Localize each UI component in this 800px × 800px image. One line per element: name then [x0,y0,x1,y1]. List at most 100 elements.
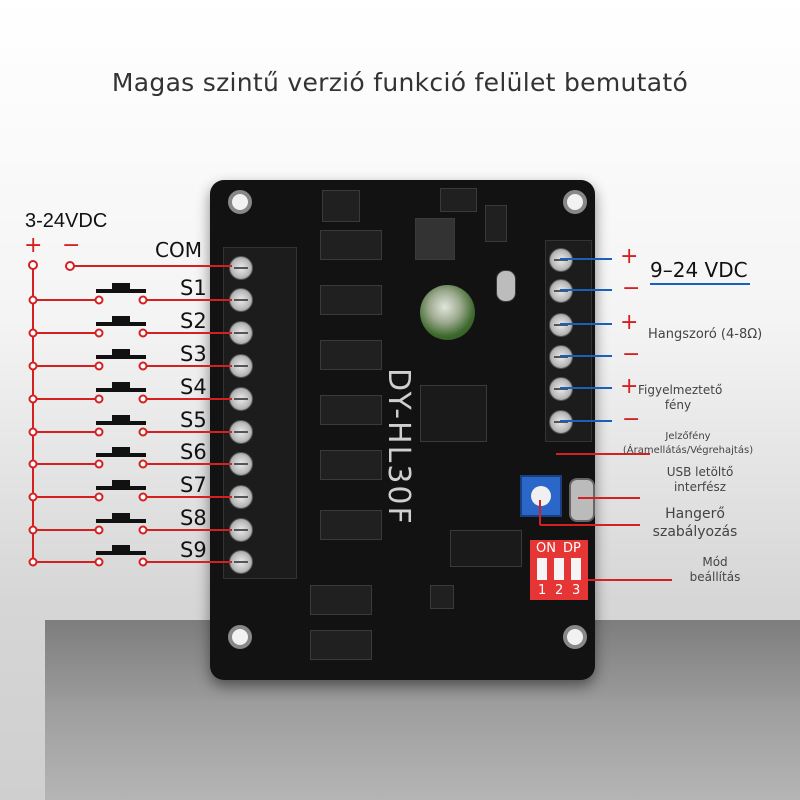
relay-chip [322,190,360,222]
pushbutton-cap-s5 [112,415,130,422]
switch-node [138,459,148,469]
pushbutton-cap-s7 [112,480,130,487]
dip-switch-2 [554,558,564,580]
dip-dp-label: DP [563,541,581,556]
ic-chip [320,340,382,370]
dip-num-2: 2 [555,583,564,598]
dip-switch-1 [537,558,547,580]
node [28,492,38,502]
switch-node [94,295,104,305]
speaker-minus-sign: − [622,342,641,367]
pedestal-front [45,700,800,800]
node [28,427,38,437]
switch-node [94,361,104,371]
dip-num-3: 3 [572,583,581,598]
ic-chip [310,585,372,615]
usb-port [569,478,595,522]
pushbutton-s7 [96,486,146,490]
volume-label: Hangerő szabályozás [652,506,738,540]
terminal-screw-s1 [229,288,253,312]
mount-hole [228,190,252,214]
power-minus-sign: − [622,276,641,301]
pushbutton-cap-s9 [112,545,130,552]
switch-node [94,492,104,502]
node [28,459,38,469]
power-voltage-label: 9–24 VDC [650,258,748,282]
mount-hole [228,625,252,649]
ic-chip [320,510,382,540]
terminal-screw-s8 [229,518,253,542]
switch-node [94,557,104,567]
pushbutton-cap-s2 [112,316,130,323]
supply-minus-sign: − [62,233,81,258]
switch-node [94,525,104,535]
dip-num-1: 1 [538,583,547,598]
switch-node [138,361,148,371]
pushbutton-cap-s1 [112,283,130,290]
com-label: COM [155,238,202,262]
node [28,361,38,371]
switch-node [138,427,148,437]
ic-chip [320,285,382,315]
alarm-light-label: Figyelmeztető fény [638,383,723,412]
regulator-chip [415,218,455,260]
switch-label-s4: S4 [180,375,207,399]
switch-node [94,394,104,404]
pushbutton-s2 [96,322,146,326]
alarm-minus-sign: − [622,407,641,432]
pushbutton-s1 [96,289,146,293]
ic-chip [485,205,507,242]
pushbutton-cap-s4 [112,382,130,389]
switch-node [94,427,104,437]
switch-node [138,557,148,567]
page-title: Magas szintű verzió funkció felület bemu… [111,68,689,97]
ic-chip [430,585,454,609]
pushbutton-cap-s3 [112,349,130,356]
mode-label: Mód beállítás [689,555,741,584]
ic-chip [320,230,382,260]
pushbutton-s3 [96,355,146,359]
usb-label: USB letöltő interfész [666,465,734,494]
switch-node [138,295,148,305]
supply-minus-node [65,261,75,271]
pushbutton-s5 [96,421,146,425]
mount-hole [563,625,587,649]
supply-plus-sign: + [24,233,43,258]
main-ic [420,385,487,442]
node [28,525,38,535]
pushbutton-s8 [96,519,146,523]
supply-voltage-label: 3-24VDC [25,210,108,232]
switch-label-s5: S5 [180,408,207,432]
ic-chip [310,630,372,660]
speaker-plus-sign: + [620,310,639,335]
node [28,295,38,305]
terminal-screw-s4 [229,387,253,411]
pot-knob [531,486,551,506]
terminal-screw-s7 [229,485,253,509]
dip-on-label: ON [536,541,556,556]
crystal [496,270,516,302]
switch-node [138,394,148,404]
dip-switch-3 [571,558,581,580]
capacitor [420,285,475,340]
node [28,328,38,338]
pushbutton-s6 [96,453,146,457]
dip-switch: ON DP 1 2 3 [530,540,588,600]
switch-node [94,328,104,338]
switch-node [138,492,148,502]
flash-ic [450,530,522,567]
switch-node [94,459,104,469]
pushbutton-s9 [96,551,146,555]
switch-label-s6: S6 [180,440,207,464]
switch-node [138,328,148,338]
node [28,394,38,404]
ic-chip [440,188,477,212]
pushbutton-cap-s6 [112,447,130,454]
right-terminal-block [545,240,592,442]
terminal-screw-s5 [229,420,253,444]
terminal-screw-com [229,256,253,280]
pushbutton-s4 [96,388,146,392]
switch-label-s3: S3 [180,342,207,366]
switch-label-s8: S8 [180,506,207,530]
